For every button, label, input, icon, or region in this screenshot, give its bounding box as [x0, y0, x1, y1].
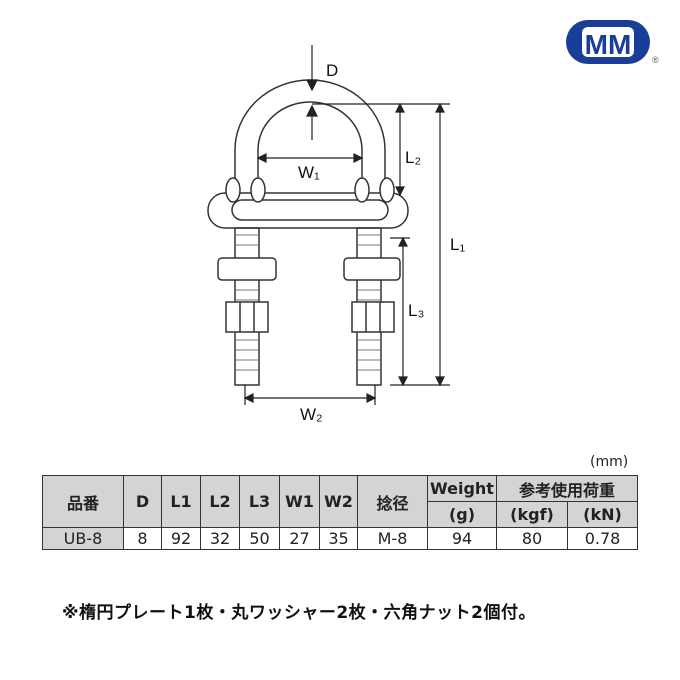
cell-L1: 92 [161, 527, 201, 550]
cell-D: 8 [123, 527, 162, 550]
svg-text:MM: MM [585, 29, 632, 60]
header-kN: (kN) [567, 501, 638, 528]
label-W1: W₁ [298, 163, 320, 182]
header-L3: L3 [239, 475, 280, 528]
label-L1: L₁ [450, 235, 465, 254]
cell-weight: 94 [427, 527, 497, 550]
cell-kgf: 80 [496, 527, 568, 550]
label-L3: L₃ [408, 301, 424, 320]
accessories-note: ※楕円プレート1枚・丸ワッシャー2枚・六角ナット2個付。 [62, 603, 537, 623]
header-weight: Weight [427, 475, 497, 502]
header-thread: 捻径 [357, 475, 428, 528]
cell-thread: M-8 [357, 527, 428, 550]
label-D: D [326, 61, 338, 80]
label-L2: L₂ [405, 148, 421, 167]
table-row: UB-8 8 92 32 50 27 35 M-8 94 80 0.78 [42, 527, 638, 550]
svg-text:®: ® [652, 55, 659, 65]
label-W2: W₂ [300, 405, 323, 424]
cell-L2: 32 [200, 527, 240, 550]
header-L1: L1 [161, 475, 201, 528]
header-L2: L2 [200, 475, 240, 528]
header-weight-unit: (g) [427, 501, 497, 528]
cell-W2: 35 [319, 527, 358, 550]
cell-part-number: UB-8 [42, 527, 124, 550]
u-bolt-diagram: MM ® D W₁ W₂ L₂ L₁ L₃ [207, 20, 659, 424]
spec-table: 品番 D L1 L2 L3 W1 W2 捻径 Weight 参考使用荷重 (g)… [42, 475, 638, 550]
header-W1: W1 [279, 475, 320, 528]
brand-logo: MM ® [566, 20, 659, 65]
header-kgf: (kgf) [496, 501, 568, 528]
cell-W1: 27 [279, 527, 320, 550]
header-working-load: 参考使用荷重 [496, 475, 638, 502]
unit-label: (mm) [590, 454, 629, 470]
header-D: D [123, 475, 162, 528]
cell-L3: 50 [239, 527, 280, 550]
header-part-number: 品番 [42, 475, 124, 528]
cell-kN: 0.78 [567, 527, 638, 550]
header-W2: W2 [319, 475, 358, 528]
